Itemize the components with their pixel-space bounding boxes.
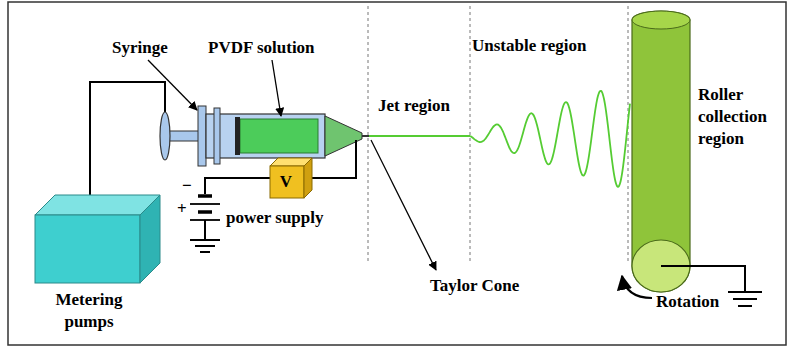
node-text: Metering pumps (35, 289, 143, 333)
polarity-sign: + (177, 199, 187, 219)
hv-wire (312, 140, 356, 178)
battery-symbol (190, 196, 220, 252)
metering-pump-box: Metering pumps (35, 195, 160, 335)
callout-label: Syringe (112, 38, 168, 58)
leader-line (148, 60, 197, 110)
pump-wire (90, 82, 165, 200)
region-label: Unstable region (472, 36, 586, 56)
battery-wire (205, 178, 272, 194)
component-label: power supply (226, 208, 323, 228)
motion-label: Rotation (656, 292, 719, 312)
callout-label: PVDF solution (208, 38, 315, 58)
node-text: V (270, 166, 302, 198)
roller-collector-outline (628, 8, 788, 308)
leader-line (371, 140, 436, 270)
region-dividers (368, 6, 628, 262)
region-label: Jet region (378, 96, 450, 116)
leader-line (272, 60, 281, 116)
roller-collector: Roller collection region (628, 8, 788, 308)
whipping-jet (470, 91, 630, 187)
polarity-sign: − (182, 176, 192, 196)
frame (8, 2, 786, 345)
callout-label: Taylor Cone (430, 276, 519, 296)
voltmeter-box: V (270, 158, 312, 198)
syringe (160, 106, 369, 166)
jet (369, 135, 470, 137)
node-text: Roller collection region (698, 84, 786, 150)
